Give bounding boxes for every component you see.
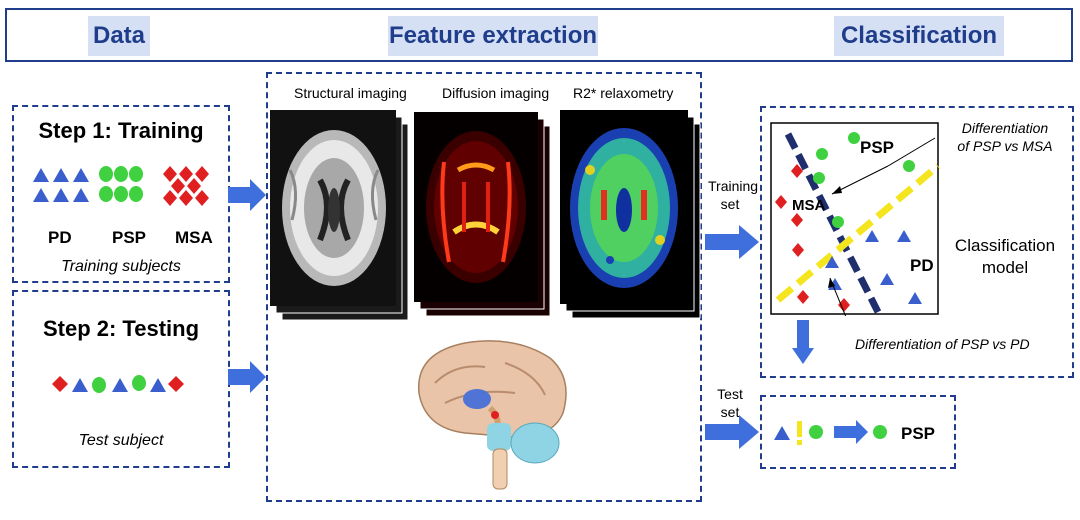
triangle-icon	[112, 378, 128, 392]
diamond-icon	[797, 290, 809, 304]
triangle-icon	[33, 168, 49, 182]
diamond-icon	[791, 213, 803, 227]
circle-icon	[903, 160, 915, 172]
test-set-label-1: Test	[717, 386, 743, 402]
annotation-psp-pd: Differentiation of PSP vs PD	[855, 336, 1030, 352]
diamond-icon	[791, 164, 803, 178]
triangle-icon	[53, 168, 69, 182]
testing-title: Step 2: Testing	[42, 316, 200, 341]
classification-model-label-2: model	[981, 258, 1029, 277]
circle-icon	[129, 186, 143, 202]
group-label-psp: PSP	[112, 228, 147, 247]
arrow-right-icon	[228, 361, 266, 393]
triangle-icon	[880, 273, 894, 285]
group-label-msa: MSA	[175, 228, 213, 247]
classification-header: Classification	[834, 16, 1004, 56]
classification-panel	[760, 106, 1074, 378]
circle-icon	[114, 166, 128, 182]
circle-icon	[873, 425, 887, 439]
diffusion-imaging-label: Diffusion imaging	[442, 85, 550, 101]
r2-relaxometry-label: R2* relaxometry	[573, 85, 674, 101]
annotation-psp-msa-2: of PSP vs MSA	[957, 138, 1053, 154]
r2-relaxometry-image	[560, 110, 701, 319]
header-band	[5, 8, 1073, 62]
group-label-pd: PD	[48, 228, 72, 247]
scatter-label-psp: PSP	[860, 138, 895, 157]
arrow-right-icon	[228, 179, 266, 211]
training-caption: Training subjects	[61, 258, 181, 275]
diamond-icon	[168, 376, 184, 392]
triangle-icon	[73, 188, 89, 202]
scatter-label-msa: MSA	[792, 197, 826, 214]
circle-icon	[92, 377, 106, 393]
feature-extraction-panel	[266, 72, 702, 502]
diamond-icon	[775, 195, 787, 209]
triangle-icon	[150, 378, 166, 392]
feature-extraction-header: Feature extraction	[388, 16, 598, 56]
circle-icon	[114, 186, 128, 202]
arrow-right-icon	[705, 415, 759, 449]
structural-mri-image	[270, 110, 409, 321]
diamond-icon	[52, 376, 68, 392]
scatter-label-pd: PD	[910, 256, 934, 275]
circle-icon	[816, 148, 828, 160]
diamond-icon	[171, 178, 185, 194]
data-header: Data	[88, 16, 150, 56]
triangle-icon	[73, 168, 89, 182]
structural-imaging-label: Structural imaging	[294, 85, 407, 101]
diamond-icon	[179, 166, 193, 182]
circle-icon	[813, 172, 825, 184]
training-shapes	[33, 166, 209, 206]
diamond-icon	[195, 166, 209, 182]
diamond-icon	[179, 190, 193, 206]
diamond-icon	[792, 243, 804, 257]
testing-caption: Test subject	[78, 432, 164, 449]
circle-icon	[129, 166, 143, 182]
circle-icon	[132, 375, 146, 391]
arrow-right-icon	[834, 420, 868, 444]
training-set-label-1: Training	[708, 178, 759, 194]
result-shapes	[774, 420, 887, 445]
triangle-icon	[908, 292, 922, 304]
classification-scatter	[770, 122, 940, 316]
circle-icon	[99, 186, 113, 202]
circle-icon	[809, 425, 823, 439]
arrow-right-icon	[705, 225, 759, 259]
classification-model-label-1: Classification	[954, 236, 1056, 255]
diamond-icon	[163, 190, 177, 206]
annotation-psp-msa-1: Differentiation	[961, 120, 1049, 136]
diamond-icon	[163, 166, 177, 182]
result-panel	[760, 395, 956, 469]
test-shapes	[52, 375, 184, 393]
training-title: Step 1: Training	[38, 118, 204, 143]
diffusion-image	[414, 112, 551, 317]
boundary-psp-pd	[775, 163, 940, 303]
triangle-icon	[825, 256, 839, 268]
circle-icon	[99, 166, 113, 182]
diamond-icon	[195, 190, 209, 206]
circle-icon	[848, 132, 860, 144]
circle-icon	[832, 216, 844, 228]
triangle-icon	[865, 230, 879, 242]
brain-illustration	[417, 340, 567, 490]
triangle-icon	[53, 188, 69, 202]
arrow-down-icon	[792, 320, 814, 364]
diamond-icon	[187, 178, 201, 194]
test-set-label-2: set	[720, 404, 740, 420]
diamond-icon	[838, 298, 850, 312]
triangle-icon	[72, 378, 88, 392]
triangle-icon	[33, 188, 49, 202]
triangle-icon	[774, 426, 790, 440]
triangle-icon	[897, 230, 911, 242]
result-label: PSP	[901, 424, 936, 443]
training-set-label-2: set	[720, 196, 740, 212]
